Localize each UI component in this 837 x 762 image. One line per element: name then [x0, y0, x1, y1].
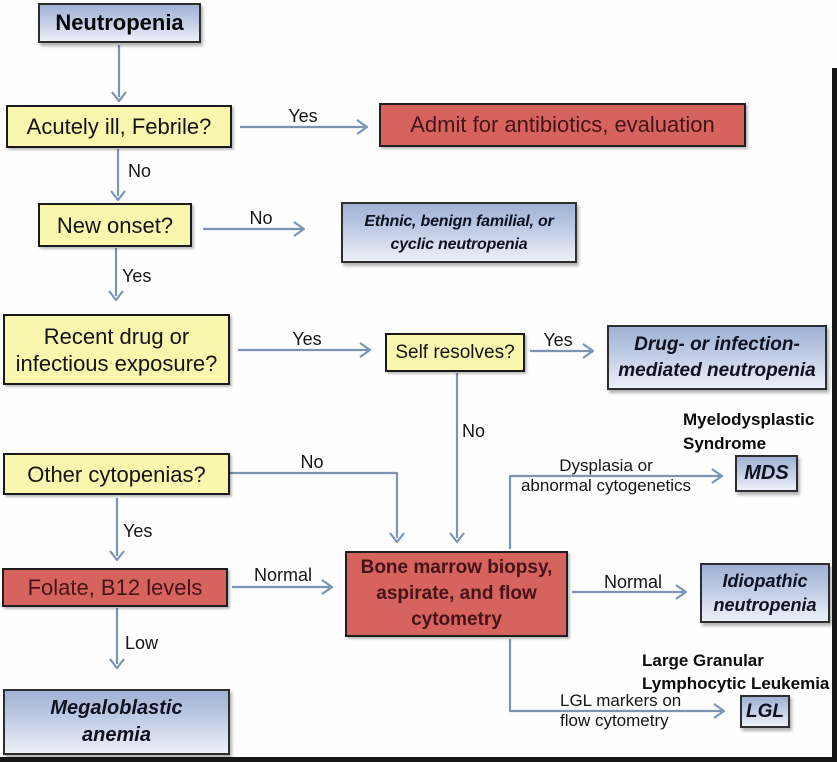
edge-folate-low — [109, 608, 125, 670]
node-neutropenia: Neutropenia — [38, 3, 201, 43]
node-idiopathic-neutropenia: Idiopathic neutropenia — [700, 563, 830, 623]
node-admit-antibiotics: Admit for antibiotics, evaluation — [379, 103, 746, 147]
node-megaloblastic-anemia: Megaloblastic anemia — [3, 689, 230, 755]
label-yes-new-onset: Yes — [122, 266, 152, 286]
node-recent-drug-exposure: Recent drug or infectious exposure? — [3, 314, 230, 385]
label-yes-acutely: Yes — [288, 106, 318, 126]
label-normal-marrow: Normal — [603, 572, 663, 592]
edge-newonset-yes — [108, 248, 124, 302]
edge-self-yes — [530, 343, 595, 359]
label-no-acutely: No — [128, 161, 152, 181]
label-yes-self: Yes — [543, 330, 573, 350]
node-drug-infection-mediated: Drug- or infection- mediated neutropenia — [607, 325, 827, 390]
node-mds: MDS — [735, 455, 798, 492]
edge-marrow-normal — [572, 584, 688, 600]
node-self-resolves: Self resolves? — [385, 333, 525, 372]
edge-cytopenias-yes — [109, 498, 125, 562]
label-low-folate: Low — [125, 633, 159, 653]
node-lgl: LGL — [740, 695, 790, 728]
label-yes-recent: Yes — [292, 329, 322, 349]
label-yes-cytopenias: Yes — [123, 521, 153, 541]
annotation-large-granular-leukemia: Large Granular Lymphocytic Leukemia — [642, 651, 830, 693]
node-new-onset: New onset? — [38, 203, 192, 247]
annotation-myelodysplastic-syndrome: Myelodysplastic Syndrome — [683, 410, 815, 453]
node-other-cytopenias: Other cytopenias? — [3, 453, 230, 495]
label-normal-folate: Normal — [253, 565, 313, 585]
edge-self-no — [449, 373, 465, 544]
node-bone-marrow-biopsy: Bone marrow biopsy, aspirate, and flow c… — [345, 551, 568, 637]
label-no-self: No — [462, 421, 486, 441]
label-lgl-markers: LGL markers on flow cytometry — [560, 691, 682, 730]
edge-newonset-no — [203, 221, 306, 237]
edge-start-down — [111, 45, 127, 103]
edge-marrow-lgl — [508, 639, 726, 719]
label-no-new-onset: No — [249, 208, 273, 228]
edge-recent-yes — [238, 342, 372, 358]
edge-cytopenias-no — [230, 471, 405, 544]
node-ethnic-benign-cyclic: Ethnic, benign familial, or cyclic neutr… — [341, 202, 577, 263]
edge-folate-normal — [232, 579, 334, 595]
label-dysplasia-cytogenetics: Dysplasia or abnormal cytogenetics — [520, 456, 692, 495]
frame-bottom-line — [0, 757, 837, 762]
edge-marrow-mds — [508, 468, 724, 549]
node-folate-b12: Folate, B12 levels — [2, 568, 228, 607]
frame-right-line — [832, 68, 837, 762]
node-acutely-ill: Acutely ill, Febrile? — [6, 105, 232, 148]
edge-acutely-no — [110, 149, 126, 202]
edge-acutely-yes — [240, 119, 369, 135]
label-no-cytopenias: No — [300, 452, 324, 472]
